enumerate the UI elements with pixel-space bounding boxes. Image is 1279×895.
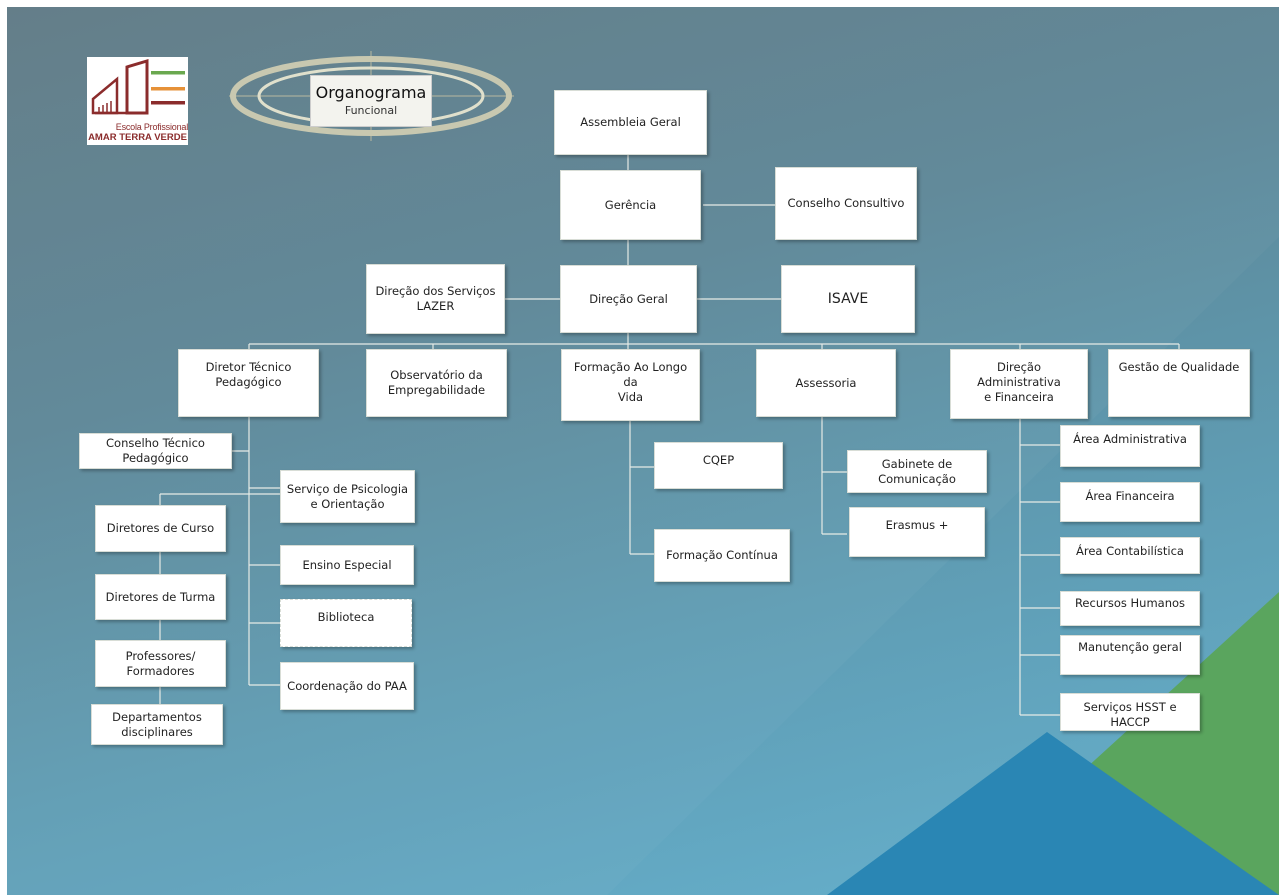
node-servicos-hsst-haccp: Serviços HSST e HACCP	[1060, 693, 1200, 731]
node-direcao-geral: Direção Geral	[560, 265, 697, 333]
node-area-contabilistica: Área Contabilística	[1060, 537, 1200, 574]
connector-lines	[159, 155, 1180, 716]
node-conselho-consultivo: Conselho Consultivo	[775, 167, 917, 240]
node-gabinete-comunicacao: Gabinete de Comunicação	[847, 450, 987, 493]
logo-building-icon	[91, 58, 185, 115]
logo-school-name: AMAR TERRA VERDE	[88, 132, 187, 143]
background-blue-triangle	[827, 732, 1279, 895]
logo-subtitle: Escola Profissional	[115, 122, 188, 132]
node-assembleia-geral: Assembleia Geral	[554, 90, 707, 155]
node-isave: ISAVE	[781, 265, 915, 333]
node-coordenacao-paa: Coordenação do PAA	[280, 662, 414, 710]
node-professores-formadores: Professores/ Formadores	[95, 640, 226, 687]
node-recursos-humanos: Recursos Humanos	[1060, 591, 1200, 626]
node-diretor-tecnico-pedagogico: Diretor Técnico Pedagógico	[178, 349, 319, 417]
node-departamentos-disciplinares: Departamentos disciplinares	[91, 704, 223, 745]
page-subtitle: Funcional	[344, 104, 398, 117]
node-direcao-servicos-lazer: Direção dos Serviços LAZER	[366, 264, 505, 334]
node-diretores-de-curso: Diretores de Curso	[95, 505, 226, 552]
node-formacao-ao-longo-da-vida: Formação Ao Longo da Vida	[561, 349, 700, 421]
node-area-financeira: Área Financeira	[1060, 482, 1200, 522]
node-gerencia: Gerência	[560, 170, 701, 240]
node-ensino-especial: Ensino Especial	[280, 545, 414, 585]
node-manutencao-geral: Manutenção geral	[1060, 635, 1200, 675]
node-formacao-continua: Formação Contínua	[654, 529, 790, 582]
title-box: Organograma Funcional	[310, 75, 432, 127]
node-conselho-tecnico-pedagogico: Conselho Técnico Pedagógico	[79, 433, 232, 469]
node-erasmus: Erasmus +	[849, 507, 985, 557]
node-diretores-de-turma: Diretores de Turma	[95, 574, 226, 620]
node-biblioteca: Biblioteca	[280, 599, 412, 647]
school-logo: Escola Profissional AMAR TERRA VERDE	[87, 57, 188, 145]
node-observatorio-empregabilidade: Observatório da Empregabilidade	[366, 349, 507, 417]
node-direcao-administrativa-financeira: Direção Administrativa e Financeira	[950, 349, 1088, 419]
node-area-administrativa: Área Administrativa	[1060, 425, 1200, 467]
node-cqep: CQEP	[654, 442, 783, 489]
page-title: Organograma	[315, 83, 427, 102]
node-gestao-qualidade: Gestão de Qualidade	[1108, 349, 1250, 417]
node-servico-psicologia-orientacao: Serviço de Psicologia e Orientação	[280, 470, 415, 523]
org-chart-canvas: Escola Profissional AMAR TERRA VERDE Org…	[7, 7, 1279, 895]
node-assessoria: Assessoria	[756, 349, 896, 417]
